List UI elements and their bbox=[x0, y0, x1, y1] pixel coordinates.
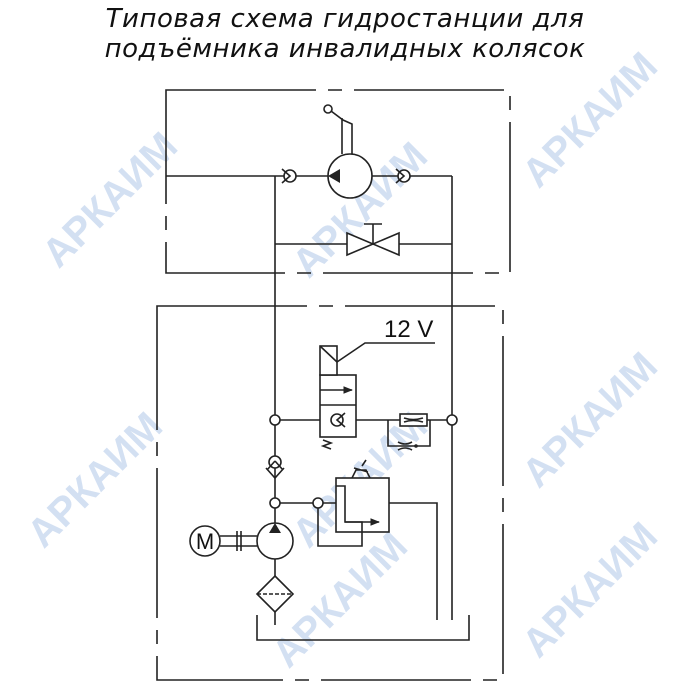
solenoid-valve-icon bbox=[319, 342, 435, 450]
electric-motor-icon: M bbox=[189, 525, 221, 557]
shutoff-valve-icon bbox=[346, 223, 400, 257]
title-line-1: Типовая схема гидростанции для bbox=[105, 4, 585, 34]
hand-pump-unit-boundary bbox=[165, 89, 511, 274]
filter-icon bbox=[255, 574, 295, 614]
voltage-label: 12 V bbox=[384, 316, 433, 343]
hand-pump-icon bbox=[323, 104, 373, 199]
check-valve-icon bbox=[281, 168, 297, 184]
motor-label: M bbox=[196, 529, 214, 554]
motor-coupling bbox=[220, 531, 257, 551]
pump-icon bbox=[256, 522, 294, 560]
check-valve-icon bbox=[265, 455, 285, 480]
junction-points bbox=[269, 414, 458, 509]
power-unit-boundary bbox=[156, 305, 504, 681]
title-line-2: подъёмника инвалидных колясок bbox=[104, 34, 586, 64]
pressure-relief-valve-icon bbox=[335, 459, 390, 533]
check-valve-icon bbox=[395, 168, 411, 184]
throttle-valve-icon bbox=[387, 413, 431, 451]
reservoir-tank bbox=[256, 615, 470, 641]
hand-pump-circuit bbox=[166, 175, 453, 420]
